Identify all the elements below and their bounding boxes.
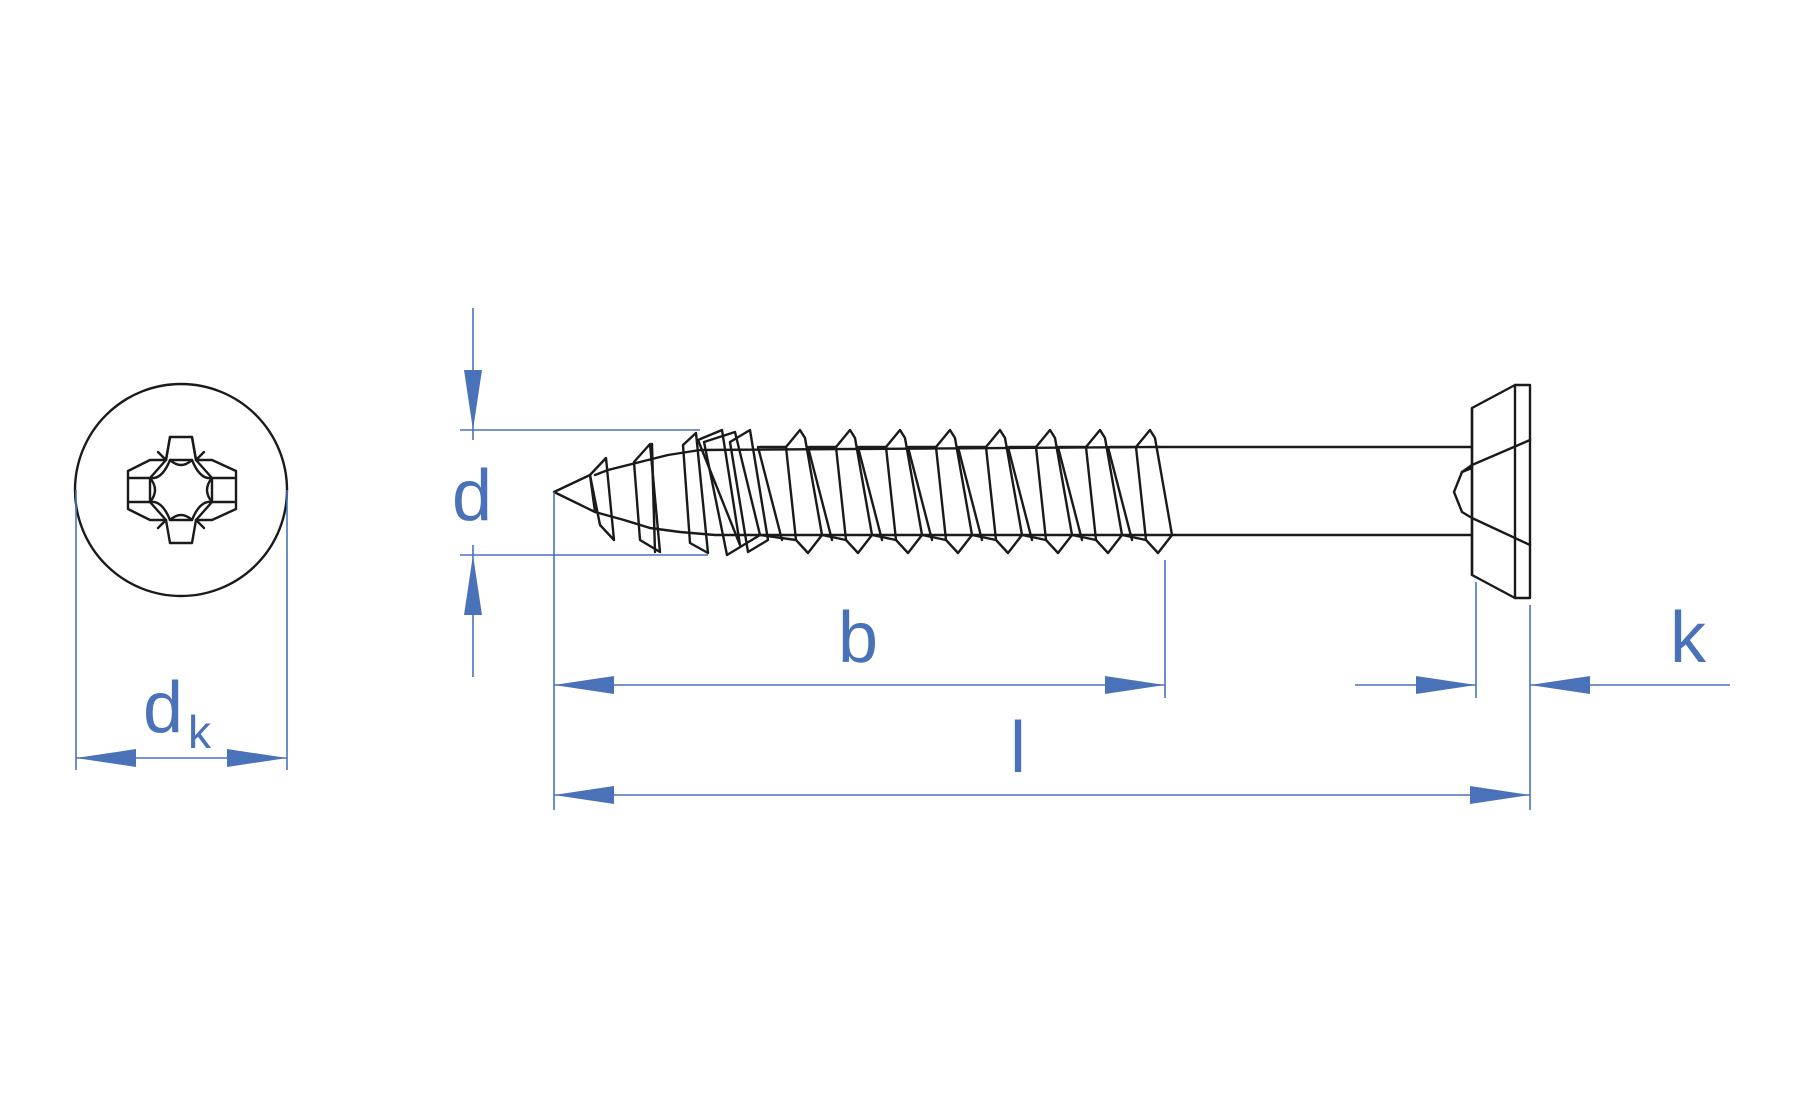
- screw-head: [1470, 383, 1532, 600]
- dk-dimension: [75, 490, 288, 770]
- l-dimension: [554, 605, 1531, 810]
- pozidriv-cross-icon: [126, 435, 238, 545]
- l-label: l: [1010, 708, 1026, 788]
- d-label: d: [452, 456, 492, 536]
- dk-subscript: k: [188, 706, 212, 758]
- screw-side-view: [552, 383, 1532, 600]
- dk-label: d: [143, 668, 183, 748]
- head-circle: [73, 382, 289, 598]
- k-label: k: [1670, 598, 1707, 678]
- head-top-view: [73, 382, 289, 598]
- screw-tip: [552, 473, 597, 514]
- thread-flights: [702, 428, 1174, 557]
- b-label: b: [838, 598, 878, 678]
- b-dimension: [553, 492, 1166, 810]
- d-dimension: [460, 308, 708, 677]
- k-dimension: [1355, 582, 1730, 698]
